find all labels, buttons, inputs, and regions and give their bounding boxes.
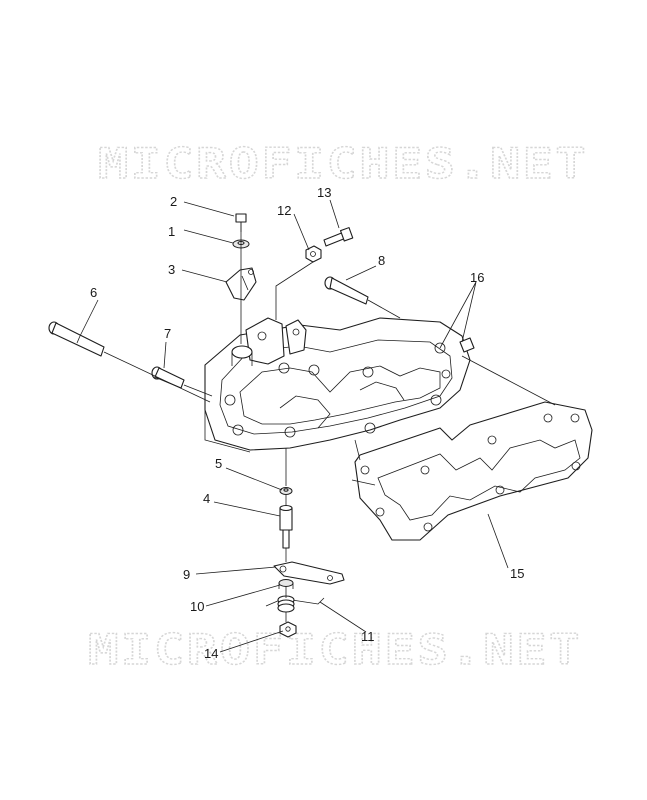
callout-1: 1 — [168, 224, 175, 239]
callout-4: 4 — [203, 491, 210, 506]
assembly-lines — [103, 222, 556, 622]
callout-12: 12 — [277, 203, 291, 218]
callout-7: 7 — [164, 326, 171, 341]
callout-3: 3 — [168, 262, 175, 277]
nut-part-12 — [305, 245, 322, 263]
watermark-bottom: MICROFICHES.NET — [88, 625, 582, 674]
lever-part-9 — [273, 561, 345, 585]
bolt-part-13 — [323, 227, 354, 247]
callout-14: 14 — [204, 646, 218, 661]
gasket-part-15 — [354, 401, 593, 541]
callout-2: 2 — [170, 194, 177, 209]
watermark-top: MICROFICHES.NET — [98, 139, 588, 188]
callout-11: 11 — [361, 629, 375, 644]
bolt-part-8 — [324, 276, 369, 305]
bolt-part-7 — [151, 366, 185, 389]
washer-part-5 — [279, 487, 293, 495]
callout-16: 16 — [470, 270, 484, 285]
leader-lines — [79, 199, 509, 653]
callout-5: 5 — [215, 456, 222, 471]
spring-part-11 — [265, 595, 325, 613]
nut-part-14 — [279, 621, 297, 638]
callout-8: 8 — [378, 253, 385, 268]
callout-labels: 1 2 3 4 5 6 7 8 9 10 11 12 13 14 15 16 — [90, 185, 524, 661]
callout-10: 10 — [190, 599, 204, 614]
manifold-body — [204, 317, 475, 461]
callout-6: 6 — [90, 285, 97, 300]
bolt-part-6 — [48, 321, 105, 357]
callout-9: 9 — [183, 567, 190, 582]
callout-13: 13 — [317, 185, 331, 200]
shaft-part-4 — [279, 504, 293, 549]
bushing-part-10 — [278, 579, 294, 589]
callout-15: 15 — [510, 566, 524, 581]
